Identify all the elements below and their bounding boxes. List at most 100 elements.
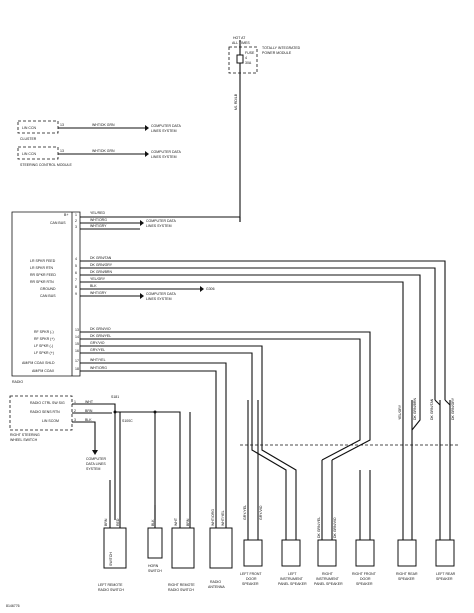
svg-text:BRN: BRN (186, 518, 190, 526)
radio-bus-dest-2: LINES SYSTEM (146, 224, 172, 228)
cluster-pin-num: 13 (60, 123, 64, 127)
svg-text:DK GRN/YEL: DK GRN/YEL (317, 517, 321, 538)
svg-text:DK GRN/TAN: DK GRN/TAN (90, 256, 112, 260)
tpim-wire-label: M1 RD/LB (234, 93, 238, 110)
svg-text:15: 15 (75, 342, 79, 346)
horn-switch-box (147, 527, 163, 559)
radio-bus-dest-1: COMPUTER DATA (146, 219, 176, 223)
svg-text:13: 13 (75, 328, 79, 332)
radio-antenna: RADIO ANTENNA WHT/ORG WHT/YEL (208, 509, 233, 589)
svg-text:CAN BUS: CAN BUS (50, 221, 66, 225)
rsws-pin-3-label: LIN SCOM (42, 419, 59, 423)
radio-pin-9: CAN BUS 9 WHT/GRY (40, 291, 107, 298)
rsws-dest-1: COMPUTER (86, 457, 107, 461)
horn-switch-label-1: HORN (148, 564, 159, 568)
right-radio-switch-label-1: RIGHT REMOTE (168, 583, 195, 587)
svg-text:DOOR: DOOR (360, 577, 371, 581)
svg-text:DOOR: DOOR (246, 577, 257, 581)
svg-text:LEFT FRONT: LEFT FRONT (240, 572, 262, 576)
tipm-box (228, 46, 258, 74)
svg-text:WHT/ORG: WHT/ORG (90, 218, 107, 222)
cluster-pin-label: LIN CCN (22, 126, 36, 130)
left-radio-switch-box (103, 527, 127, 569)
svg-text:DK GRN/GRY: DK GRN/GRY (451, 397, 455, 420)
svg-text:AM/FM COAX: AM/FM COAX (32, 369, 55, 373)
svg-text:SPEAKER: SPEAKER (398, 577, 415, 581)
svg-text:SPEAKER: SPEAKER (436, 577, 453, 581)
radio-pin-18: AM/FM COAX 18 WHT/ORG (32, 366, 107, 373)
svg-text:RF SPKR (+): RF SPKR (+) (34, 337, 55, 341)
svg-text:RED: RED (116, 518, 120, 526)
rsws-name-1: RIGHT STEERING (10, 433, 40, 437)
svg-text:GRY/VIO: GRY/VIO (259, 505, 263, 520)
svg-text:SWITCH: SWITCH (109, 552, 113, 566)
left-radio-switch-label-1: LEFT REMOTE (98, 583, 123, 587)
tipm-module: HOT AT ALL TIMES FUSE 4 30A TOTALLY INTE… (228, 36, 301, 222)
radio-can-dest-1: COMPUTER DATA (146, 292, 176, 296)
svg-text:7: 7 (75, 278, 77, 282)
rsws-box (9, 395, 73, 431)
speaker-left-front-door: GRY/YEL GRY/VIO LEFT FRONT DOOR SPEAKER (240, 400, 263, 586)
svg-text:YEL/GRY: YEL/GRY (398, 404, 402, 420)
svg-text:CAN BUS: CAN BUS (40, 294, 56, 298)
svg-text:RR SPKR RTN: RR SPKR RTN (30, 280, 54, 284)
ground-id: G306 (206, 287, 215, 291)
radio-name: RADIO (12, 380, 23, 384)
antenna-label-2: ANTENNA (208, 585, 225, 589)
svg-text:WHT/ORG: WHT/ORG (90, 366, 107, 370)
tpim-hot-label-1: HOT AT (233, 36, 246, 40)
svg-text:SPEAKER: SPEAKER (242, 582, 259, 586)
svg-text:RIGHT REAR: RIGHT REAR (396, 572, 418, 576)
svg-text:GRY/YEL: GRY/YEL (90, 348, 105, 352)
right-radio-switch-box (171, 527, 195, 569)
svg-text:6: 6 (75, 271, 77, 275)
svg-text:PANEL SPEAKER: PANEL SPEAKER (278, 582, 307, 586)
svg-text:WHT/YEL: WHT/YEL (90, 358, 106, 362)
svg-text:DK GRN/TAN: DK GRN/TAN (430, 398, 434, 420)
svg-text:RF SPKR (-): RF SPKR (-) (34, 330, 54, 334)
radio-pin-6: RR SPKR FEED 6 DK GRN/BRN (30, 270, 112, 277)
svg-text:WHT: WHT (85, 400, 94, 404)
rsws-dest-3: SYSTEM (86, 467, 100, 471)
svg-text:YEL/GRY: YEL/GRY (90, 277, 106, 281)
right-remote-radio-switch: RIGHT REMOTE RADIO SWITCH WHT BRN (168, 412, 195, 592)
svg-text:B+: B+ (64, 213, 68, 217)
scm-box (17, 146, 59, 160)
tpim-hot-label-2: ALL TIMES (232, 41, 250, 45)
radio-module: RADIO B+ 1 YEL/RED CAN BUS 2 WHT/ORG 3 W… (11, 211, 446, 520)
radio-pin-13: RF SPKR (-) 13 DK GRN/VIO (34, 327, 111, 334)
svg-text:RR SPKR FEED: RR SPKR FEED (30, 273, 56, 277)
svg-text:GRY/VIO: GRY/VIO (90, 341, 105, 345)
radio-pin-15: LF SPKR (-) 15 GRY/VIO (34, 341, 105, 348)
svg-text:AM/FM COAX SHLD: AM/FM COAX SHLD (22, 361, 55, 365)
antenna-label-1: RADIO (210, 580, 221, 584)
fuse-label: FUSE (245, 51, 255, 55)
svg-text:17: 17 (75, 359, 79, 363)
scm-module: LIN CCN STEERING CONTROL MODULE 13 WHT/D… (17, 146, 181, 167)
antenna-box (209, 527, 233, 569)
svg-text:DK GRN/VIO: DK GRN/VIO (333, 517, 337, 538)
svg-text:5: 5 (75, 264, 77, 268)
cluster-dest-2: LINES SYSTEM (151, 129, 177, 133)
svg-text:3: 3 (74, 418, 76, 422)
horn-switch-label-2: SWITCH (148, 569, 162, 573)
svg-text:LR SPKR FEED: LR SPKR FEED (30, 259, 56, 263)
right-steering-wheel-switch: RADIO CTRL SW SIG RADIO SENS RTN LIN SCO… (9, 395, 181, 520)
radio-pin-4: LR SPKR FEED 4 DK GRN/TAN (30, 256, 112, 263)
svg-text:DK GRN/BRN: DK GRN/BRN (413, 398, 417, 420)
svg-text:GRY/YEL: GRY/YEL (243, 505, 247, 520)
tpim-module-name-1: TOTALLY INTEGRATED (262, 46, 301, 50)
svg-text:LEFT: LEFT (288, 572, 297, 576)
cluster-name: CLUSTER (20, 137, 37, 141)
svg-text:INSTRUMENT: INSTRUMENT (316, 577, 340, 581)
fuse-symbol (236, 54, 244, 64)
radio-pin-17: AM/FM COAX SHLD 17 WHT/YEL (22, 358, 106, 365)
tpim-module-name-2: POWER MODULE (262, 51, 292, 55)
svg-text:PANEL SPEAKER: PANEL SPEAKER (314, 582, 343, 586)
speaker-left-instrument-panel: LEFT INSTRUMENT PANEL SPEAKER (251, 400, 307, 586)
svg-text:1: 1 (74, 400, 76, 404)
svg-text:DK GRN/GRY: DK GRN/GRY (90, 263, 113, 267)
svg-text:18: 18 (75, 367, 79, 371)
svg-text:DK GRN/BRN: DK GRN/BRN (90, 270, 112, 274)
